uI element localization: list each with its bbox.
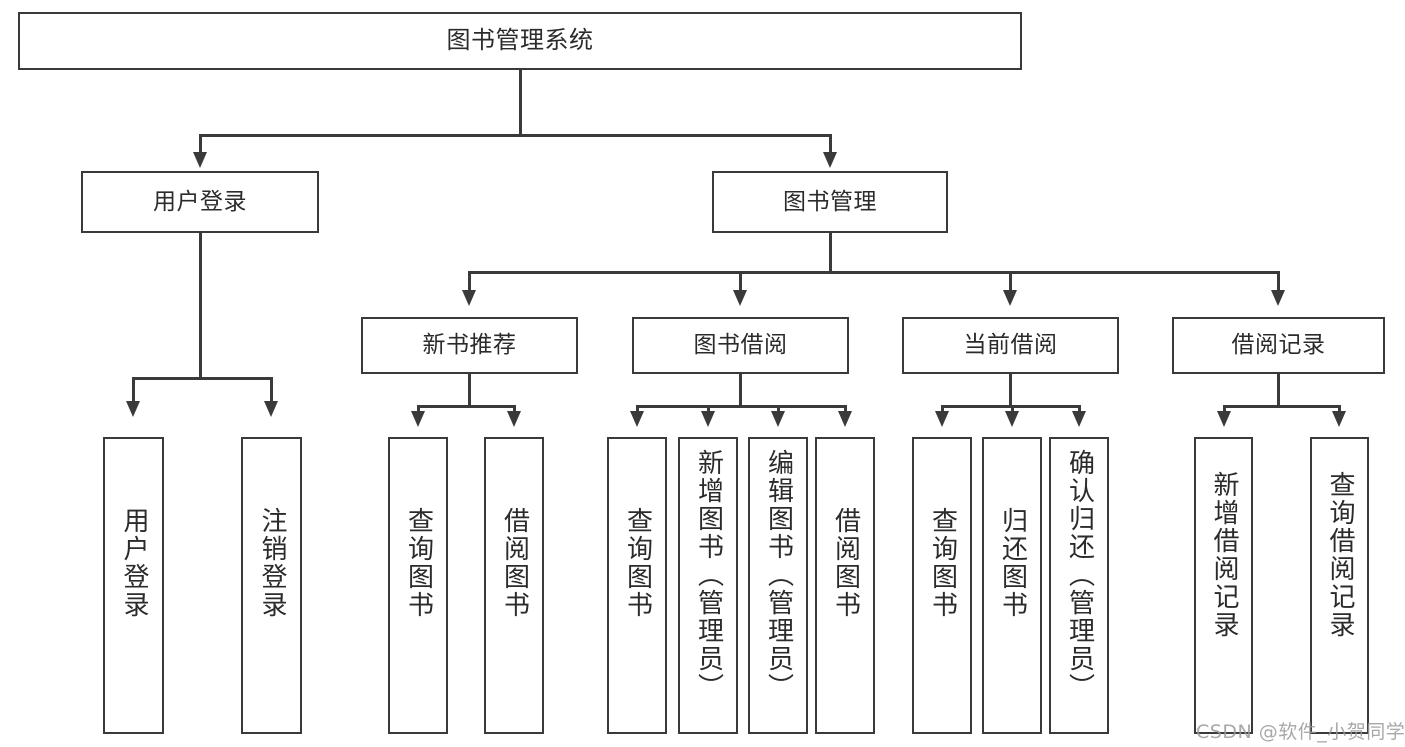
arrow-current-to-leaf-3 [1072, 411, 1086, 427]
connector-user-login-to-leaf-1 [132, 377, 135, 405]
arrow-book-manage-to-borrow [733, 290, 747, 306]
connector-root-to-user-login [199, 134, 202, 156]
node-leaf-return-book[interactable]: 归还图书 [982, 437, 1042, 734]
node-leaf-borrow-book-2[interactable]: 借阅图书 [815, 437, 875, 734]
arrow-root-to-book-manage [823, 152, 837, 168]
connector-recommend-to-leaf-2 [513, 405, 516, 413]
node-leaf-add-book-label: 新增图书（管理员） [693, 449, 724, 701]
arrow-record-to-leaf-2 [1332, 411, 1346, 427]
connector-book-manage-bus [468, 271, 1278, 274]
connector-current-to-leaf-3 [1078, 405, 1081, 413]
arrow-borrow-to-leaf-2 [701, 411, 715, 427]
node-new-book-recommend[interactable]: 新书推荐 [361, 317, 578, 374]
node-leaf-query-record[interactable]: 查询借阅记录 [1310, 437, 1369, 734]
connector-record-stem [1277, 374, 1280, 406]
arrow-borrow-to-leaf-1 [630, 411, 644, 427]
connector-root-stem [519, 70, 522, 135]
connector-root-to-book-manage [829, 134, 832, 156]
connector-book-manage-to-record [1277, 271, 1280, 293]
node-leaf-query-book-3-label: 查询图书 [927, 507, 958, 619]
connector-borrow-to-leaf-3 [777, 405, 780, 413]
node-book-manage-label: 图书管理 [783, 188, 877, 215]
connector-recommend-bus [417, 405, 515, 408]
node-current-borrow[interactable]: 当前借阅 [902, 317, 1119, 374]
connector-current-to-leaf-2 [1011, 405, 1014, 413]
node-leaf-query-record-label: 查询借阅记录 [1325, 471, 1356, 639]
node-leaf-borrow-book-1-label: 借阅图书 [499, 507, 530, 619]
node-leaf-query-book-2[interactable]: 查询图书 [607, 437, 667, 734]
connector-book-manage-to-recommend [468, 271, 471, 293]
arrow-root-to-user-login [193, 152, 207, 168]
connector-book-manage-to-current [1009, 271, 1012, 293]
csdn-watermark: CSDN @软件_小贺同学 [1196, 721, 1405, 743]
connector-user-login-to-leaf-2 [270, 377, 273, 405]
node-leaf-confirm-return[interactable]: 确认归还（管理员） [1049, 437, 1109, 734]
arrow-book-manage-to-current [1003, 290, 1017, 306]
connector-borrow-to-leaf-2 [707, 405, 710, 413]
arrow-user-login-to-leaf-1 [126, 401, 140, 417]
connector-borrow-to-leaf-1 [636, 405, 639, 413]
connector-record-to-leaf-2 [1338, 405, 1341, 413]
connector-borrow-stem [739, 374, 742, 406]
arrow-current-to-leaf-1 [935, 411, 949, 427]
node-leaf-edit-book[interactable]: 编辑图书（管理员） [748, 437, 808, 734]
node-leaf-query-book-1-label: 查询图书 [403, 507, 434, 619]
connector-root-bus [199, 134, 831, 137]
node-borrow-record-label: 借阅记录 [1231, 332, 1326, 359]
node-new-book-recommend-label: 新书推荐 [422, 332, 517, 359]
node-leaf-logout[interactable]: 注销登录 [241, 437, 302, 734]
connector-borrow-bus [636, 405, 845, 408]
connector-borrow-to-leaf-4 [844, 405, 847, 413]
arrow-book-manage-to-record [1271, 290, 1285, 306]
connector-recommend-stem [468, 374, 471, 406]
node-leaf-confirm-return-label: 确认归还（管理员） [1064, 449, 1095, 701]
connector-record-to-leaf-1 [1223, 405, 1226, 413]
node-book-manage[interactable]: 图书管理 [712, 171, 948, 233]
node-leaf-user-login-label: 用户登录 [119, 507, 150, 619]
node-book-borrow-label: 图书借阅 [693, 332, 788, 359]
arrow-user-login-to-leaf-2 [264, 401, 278, 417]
node-user-login-label: 用户登录 [153, 188, 247, 215]
node-leaf-add-record[interactable]: 新增借阅记录 [1194, 437, 1253, 734]
connector-user-login-stem [199, 233, 202, 378]
node-user-login[interactable]: 用户登录 [81, 171, 319, 233]
arrow-borrow-to-leaf-4 [838, 411, 852, 427]
connector-current-to-leaf-1 [941, 405, 944, 413]
connector-record-bus [1223, 405, 1340, 408]
node-leaf-borrow-book-2-label: 借阅图书 [830, 507, 861, 619]
arrow-recommend-to-leaf-2 [507, 411, 521, 427]
arrow-borrow-to-leaf-3 [771, 411, 785, 427]
connector-book-manage-stem [829, 233, 832, 273]
connector-current-stem [1009, 374, 1012, 406]
node-leaf-query-book-2-label: 查询图书 [622, 507, 653, 619]
node-leaf-borrow-book-1[interactable]: 借阅图书 [484, 437, 544, 734]
connector-book-manage-to-borrow [739, 271, 742, 293]
connector-recommend-to-leaf-1 [417, 405, 420, 413]
node-leaf-add-record-label: 新增借阅记录 [1209, 471, 1240, 639]
node-leaf-query-book-3[interactable]: 查询图书 [912, 437, 972, 734]
node-root-label: 图书管理系统 [446, 26, 594, 55]
arrow-current-to-leaf-2 [1005, 411, 1019, 427]
arrow-record-to-leaf-1 [1217, 411, 1231, 427]
node-borrow-record[interactable]: 借阅记录 [1172, 317, 1385, 374]
node-book-borrow[interactable]: 图书借阅 [632, 317, 849, 374]
node-leaf-add-book[interactable]: 新增图书（管理员） [678, 437, 738, 734]
node-root-system[interactable]: 图书管理系统 [18, 12, 1022, 70]
node-leaf-return-book-label: 归还图书 [997, 507, 1028, 619]
node-current-borrow-label: 当前借阅 [963, 332, 1058, 359]
node-leaf-edit-book-label: 编辑图书（管理员） [763, 449, 794, 701]
arrow-recommend-to-leaf-1 [411, 411, 425, 427]
arrow-book-manage-to-recommend [462, 290, 476, 306]
node-leaf-query-book-1[interactable]: 查询图书 [388, 437, 448, 734]
node-leaf-user-login[interactable]: 用户登录 [103, 437, 164, 734]
node-leaf-logout-label: 注销登录 [257, 507, 288, 619]
connector-user-login-bus [132, 377, 272, 380]
connector-current-bus [941, 405, 1079, 408]
